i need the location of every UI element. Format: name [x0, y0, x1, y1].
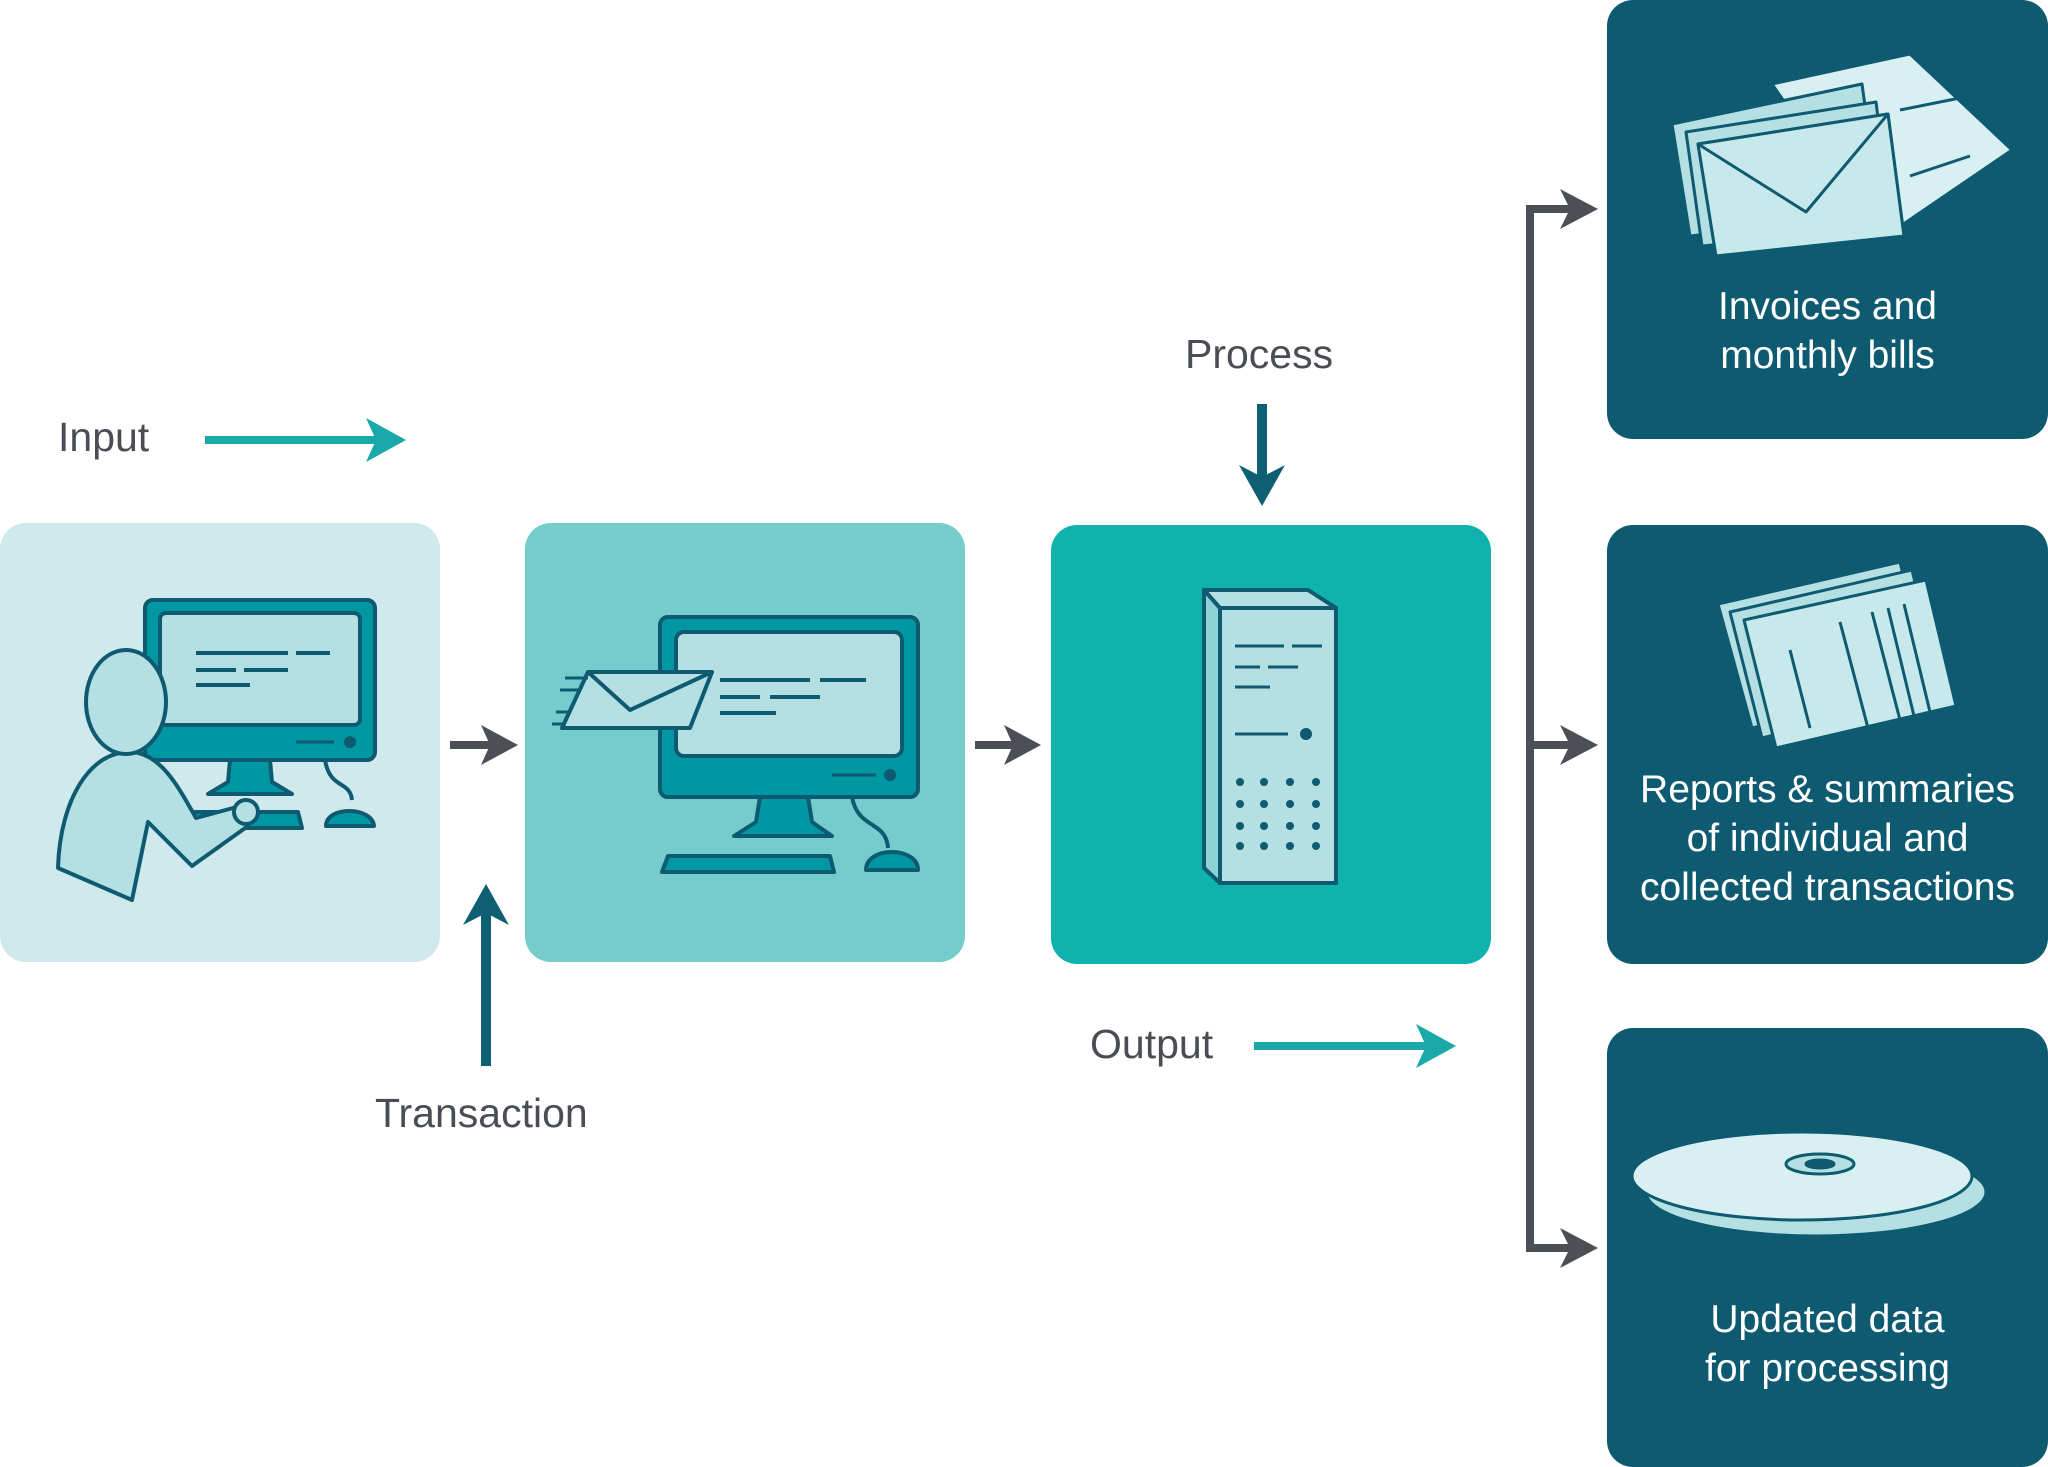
output-invoices-line2: monthly bills [1720, 334, 1935, 377]
output-label-updated-data: Updated data for processing [1607, 1295, 2048, 1393]
envelopes-icon [1670, 52, 2014, 258]
process-arrow [1239, 404, 1285, 506]
output-label-invoices: Invoices and monthly bills [1607, 282, 2048, 380]
process-label: Process [1185, 331, 1334, 377]
output-box-reports: Reports & summaries of individual and co… [1607, 525, 2048, 964]
input-label: Input [58, 414, 150, 460]
output-reports-line1: Reports & summaries [1640, 768, 2015, 811]
computer-with-email-icon [552, 615, 920, 874]
server-tower-icon [1202, 588, 1338, 885]
input-arrow [205, 418, 406, 462]
output-label: Output [1090, 1021, 1214, 1067]
output-reports-line2: of individual and [1686, 817, 1969, 860]
output-reports-line3: collected transactions [1639, 866, 2016, 909]
output-invoices-line1: Invoices and [1718, 285, 1937, 328]
output-label-reports: Reports & summaries of individual and co… [1607, 765, 2048, 912]
flow-arrow-1 [450, 725, 518, 765]
reports-icon [1716, 560, 1958, 750]
discs-icon [1630, 1130, 1988, 1238]
output-box-updated-data: Updated data for processing [1607, 1028, 2048, 1467]
transaction-label: Transaction [375, 1090, 588, 1136]
output-arrow [1254, 1024, 1456, 1068]
transaction-arrow [463, 884, 509, 1066]
flow-arrow-2 [975, 725, 1041, 765]
output-updated-line2: for processing [1705, 1347, 1950, 1390]
output-updated-line1: Updated data [1710, 1298, 1945, 1341]
output-branch-connector [1526, 189, 1598, 1268]
person-at-computer-icon [56, 598, 377, 902]
